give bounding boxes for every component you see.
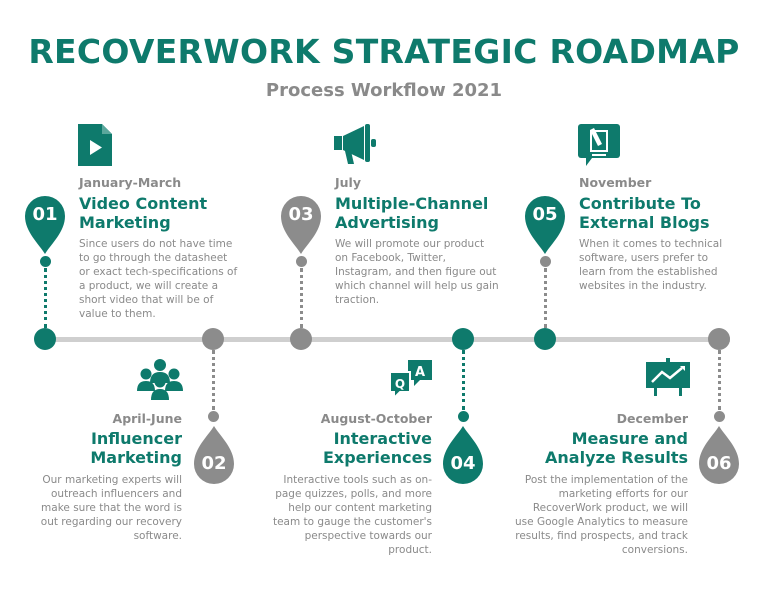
timeline-dot-01 xyxy=(34,328,56,350)
step-05-date: November xyxy=(579,175,652,190)
step-01-connector-dot xyxy=(40,256,51,267)
step-01-date: January-March xyxy=(79,175,182,190)
step-04-connector-dot xyxy=(458,411,469,422)
timeline-dot-02 xyxy=(202,328,224,350)
step-06-date: December xyxy=(616,411,688,426)
step-03-date: July xyxy=(335,175,361,190)
step-03-connector xyxy=(300,268,303,328)
timeline-line xyxy=(40,337,730,342)
step-05-connector xyxy=(544,268,547,328)
svg-text:A: A xyxy=(415,365,425,380)
step-02-heading: Influencer Marketing xyxy=(90,429,182,467)
step-06-connector xyxy=(718,350,721,410)
step-03-heading-line1: Multiple-Channel xyxy=(335,194,489,213)
step-01-heading-line1: Video Content xyxy=(79,194,208,213)
timeline-dot-03 xyxy=(290,328,312,350)
step-03-number: 03 xyxy=(288,204,314,225)
step-06-heading-line2: Analyze Results xyxy=(545,448,688,467)
step-02-date: April-June xyxy=(112,411,182,426)
step-01-description: Since users do not have time to go throu… xyxy=(79,238,238,320)
step-03-heading-line2: Advertising xyxy=(335,213,439,232)
timeline-dot-05 xyxy=(534,328,556,350)
step-05-heading-line1: Contribute To xyxy=(579,194,701,213)
step-01-heading: Video Content Marketing xyxy=(79,194,207,232)
step-06-heading-line1: Measure and xyxy=(571,429,688,448)
step-02-marker: 02 xyxy=(192,426,236,488)
step-06-number: 06 xyxy=(706,453,732,474)
step-04-description: Interactive tools such as on-page quizze… xyxy=(272,474,432,556)
step-06-description: Post the implementation of the marketing… xyxy=(515,474,688,556)
step-02-connector-dot xyxy=(208,411,219,422)
page-title: RECOVERWORK STRATEGIC ROADMAP xyxy=(28,32,740,71)
step-03-description: We will promote our product on Facebook,… xyxy=(335,238,499,306)
step-02-connector xyxy=(212,350,215,410)
step-05-connector-dot xyxy=(540,256,551,267)
step-05-marker: 05 xyxy=(523,192,567,254)
group-icon xyxy=(136,358,184,406)
step-06-marker: 06 xyxy=(697,426,741,488)
timeline-dot-06 xyxy=(708,328,730,350)
step-04-marker: 04 xyxy=(441,426,485,488)
step-01-marker: 01 xyxy=(23,192,67,254)
step-04-heading: Interactive Experiences xyxy=(323,429,432,467)
step-04-connector xyxy=(462,350,465,410)
step-01-number: 01 xyxy=(32,204,58,225)
step-04-heading-line1: Interactive xyxy=(333,429,432,448)
blog-book-icon xyxy=(578,124,620,170)
megaphone-icon xyxy=(334,124,376,168)
step-06-connector-dot xyxy=(714,411,725,422)
video-file-icon xyxy=(78,124,112,170)
step-04-date: August-October xyxy=(320,411,432,426)
step-02-description: Our marketing experts will outreach infl… xyxy=(40,474,182,542)
step-01-heading-line2: Marketing xyxy=(79,213,171,232)
step-05-number: 05 xyxy=(532,204,558,225)
step-03-heading: Multiple-Channel Advertising xyxy=(335,194,488,232)
step-04-heading-line2: Experiences xyxy=(322,448,432,467)
step-05-description: When it comes to technical software, use… xyxy=(579,238,723,292)
step-01-connector xyxy=(44,268,47,328)
qa-chat-icon: A Q xyxy=(389,358,434,404)
step-03-connector-dot xyxy=(296,256,307,267)
step-05-heading-line2: External Blogs xyxy=(579,213,710,232)
page-subtitle: Process Workflow 2021 xyxy=(265,80,503,101)
step-06-heading: Measure and Analyze Results xyxy=(545,429,688,467)
step-04-number: 04 xyxy=(450,453,476,474)
step-05-heading: Contribute To External Blogs xyxy=(579,194,710,232)
chart-board-icon xyxy=(646,358,690,400)
step-02-number: 02 xyxy=(201,453,227,474)
step-02-heading-line2: Marketing xyxy=(90,448,182,467)
step-02-heading-line1: Influencer xyxy=(90,429,182,448)
step-03-marker: 03 xyxy=(279,192,323,254)
svg-text:Q: Q xyxy=(395,377,405,391)
timeline-dot-04 xyxy=(452,328,474,350)
